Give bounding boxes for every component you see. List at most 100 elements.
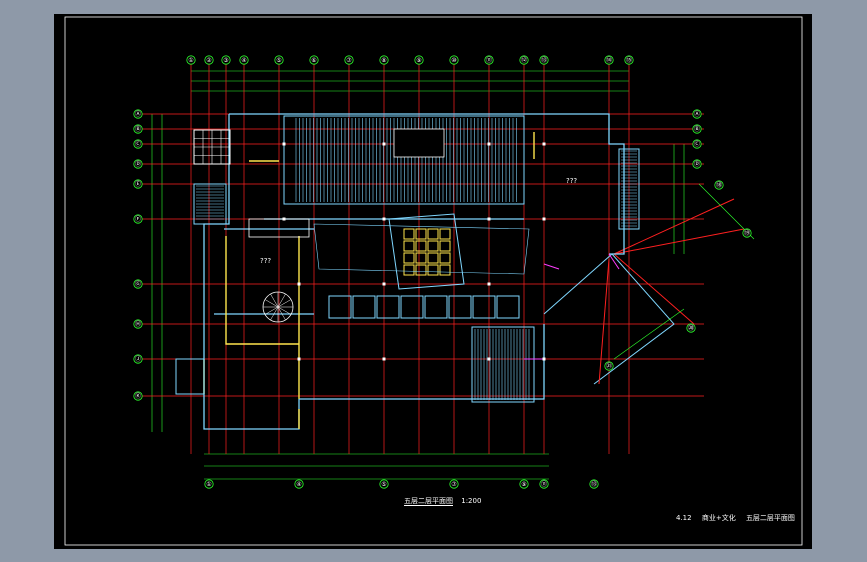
top-dimension-lines [191, 70, 629, 92]
bubble-ring [186, 55, 196, 65]
atrium-cell [403, 252, 415, 264]
bubble-label: ⑩ [451, 57, 456, 64]
bubble-label: Ⓑ [694, 125, 700, 133]
right-axis-bubble: Ⓒ [692, 139, 702, 149]
right-axis-bubble: Ⓑ [692, 124, 702, 134]
left-axis-bubble: Ⓓ [133, 159, 143, 169]
right-axis-bubble: Ⓓ [692, 159, 702, 169]
central-atrium [388, 213, 465, 290]
display-case [496, 295, 520, 319]
diagonal-axis-bubble: ㉑ [604, 361, 614, 371]
bubble-ring [294, 479, 304, 489]
bottom-axis-bubble: ⑤ [379, 479, 389, 489]
column [382, 217, 386, 221]
bubble-ring [449, 55, 459, 65]
atrium-cell [439, 228, 451, 240]
atrium-cell [415, 228, 427, 240]
bubble-ring [414, 55, 424, 65]
bubble-label: ⑫ [521, 56, 527, 64]
bubble-ring [133, 139, 143, 149]
bubble-label: ⑨ [521, 481, 526, 488]
bubble-ring [692, 124, 702, 134]
room-label-a: ??? [566, 177, 578, 185]
bubble-label: Ⓗ [135, 320, 141, 328]
top-axis-bubble: ⑤ [274, 55, 284, 65]
magenta-marks [524, 253, 620, 360]
left-axis-bubble: Ⓖ [133, 279, 143, 289]
display-case [352, 295, 376, 319]
bubble-ring [133, 391, 143, 401]
bubble-label: ② [206, 57, 212, 64]
structural-columns [282, 142, 546, 361]
bubble-label: ⑮ [626, 56, 632, 64]
left-axis-bubble: Ⓑ [133, 124, 143, 134]
column [282, 142, 286, 146]
bubble-ring [692, 159, 702, 169]
spiral-stair-treads [263, 292, 293, 322]
column [487, 282, 491, 286]
bubble-ring [379, 55, 389, 65]
bubble-label: Ⓑ [135, 125, 141, 133]
plan-scale: 1:200 [461, 497, 482, 505]
bubble-ring [714, 180, 724, 190]
spiral-tread [277, 293, 286, 308]
column [297, 282, 301, 286]
bubble-label: ⑲ [744, 229, 750, 237]
top-axis-bubble: ⑬ [539, 55, 549, 65]
bubble-label: ⑦ [346, 57, 352, 64]
display-case [376, 295, 400, 319]
bubble-label: Ⓐ [694, 110, 700, 118]
bubble-ring [604, 361, 614, 371]
bubble-ring [133, 319, 143, 329]
display-case [400, 295, 424, 319]
top-axis-bubble: ⑫ [519, 55, 529, 65]
top-axis-bubble: ⑩ [449, 55, 459, 65]
bubble-label: Ⓙ [135, 355, 141, 363]
bubble-label: Ⓐ [135, 110, 141, 118]
spiral-tread [270, 306, 279, 321]
bubble-label: ③ [223, 57, 228, 64]
atrium-cell [427, 252, 439, 264]
toilet-block [248, 218, 310, 238]
bubble-label: ④ [296, 481, 301, 488]
left-axis-bubble: Ⓐ [133, 109, 143, 119]
column [382, 357, 386, 361]
spiral-tread [277, 306, 286, 321]
bubble-label: ⑧ [381, 57, 386, 64]
top-axis-bubble: ② [204, 55, 214, 65]
bubble-label: ⑳ [688, 324, 694, 332]
column [297, 357, 301, 361]
spiral-tread [277, 306, 292, 315]
bubble-ring [692, 109, 702, 119]
bubble-ring [133, 179, 143, 189]
yellow-partitions [203, 132, 535, 429]
bubble-label: ① [206, 481, 211, 488]
plan-title-block: 五层二层平面图 1:200 [404, 496, 481, 506]
sheet-border [64, 16, 803, 546]
column [487, 357, 491, 361]
diagonal-wing [543, 183, 755, 385]
bubble-ring [519, 479, 529, 489]
display-case [424, 295, 448, 319]
bubble-ring [539, 479, 549, 489]
column [487, 142, 491, 146]
top-axis-bubble: ⑥ [309, 55, 319, 65]
column [382, 142, 386, 146]
bubble-ring [133, 109, 143, 119]
bubble-label: ⑤ [276, 57, 281, 64]
bubble-ring [604, 55, 614, 65]
bubble-label: Ⓒ [694, 140, 700, 148]
bubble-ring [133, 354, 143, 364]
atrium-grid [403, 228, 451, 276]
bubble-label: Ⓓ [694, 160, 700, 168]
atrium-cell [415, 240, 427, 252]
bubble-label: ㉑ [606, 362, 612, 370]
sheet-title: 五层二层平面图 [745, 514, 795, 522]
bubble-label: ⑨ [416, 57, 421, 64]
diagonal-axis-bubble: ⑱ [714, 180, 724, 190]
stair-right [618, 148, 640, 230]
top-axis-bubble: ⑭ [604, 55, 614, 65]
atrium-cell [439, 252, 451, 264]
